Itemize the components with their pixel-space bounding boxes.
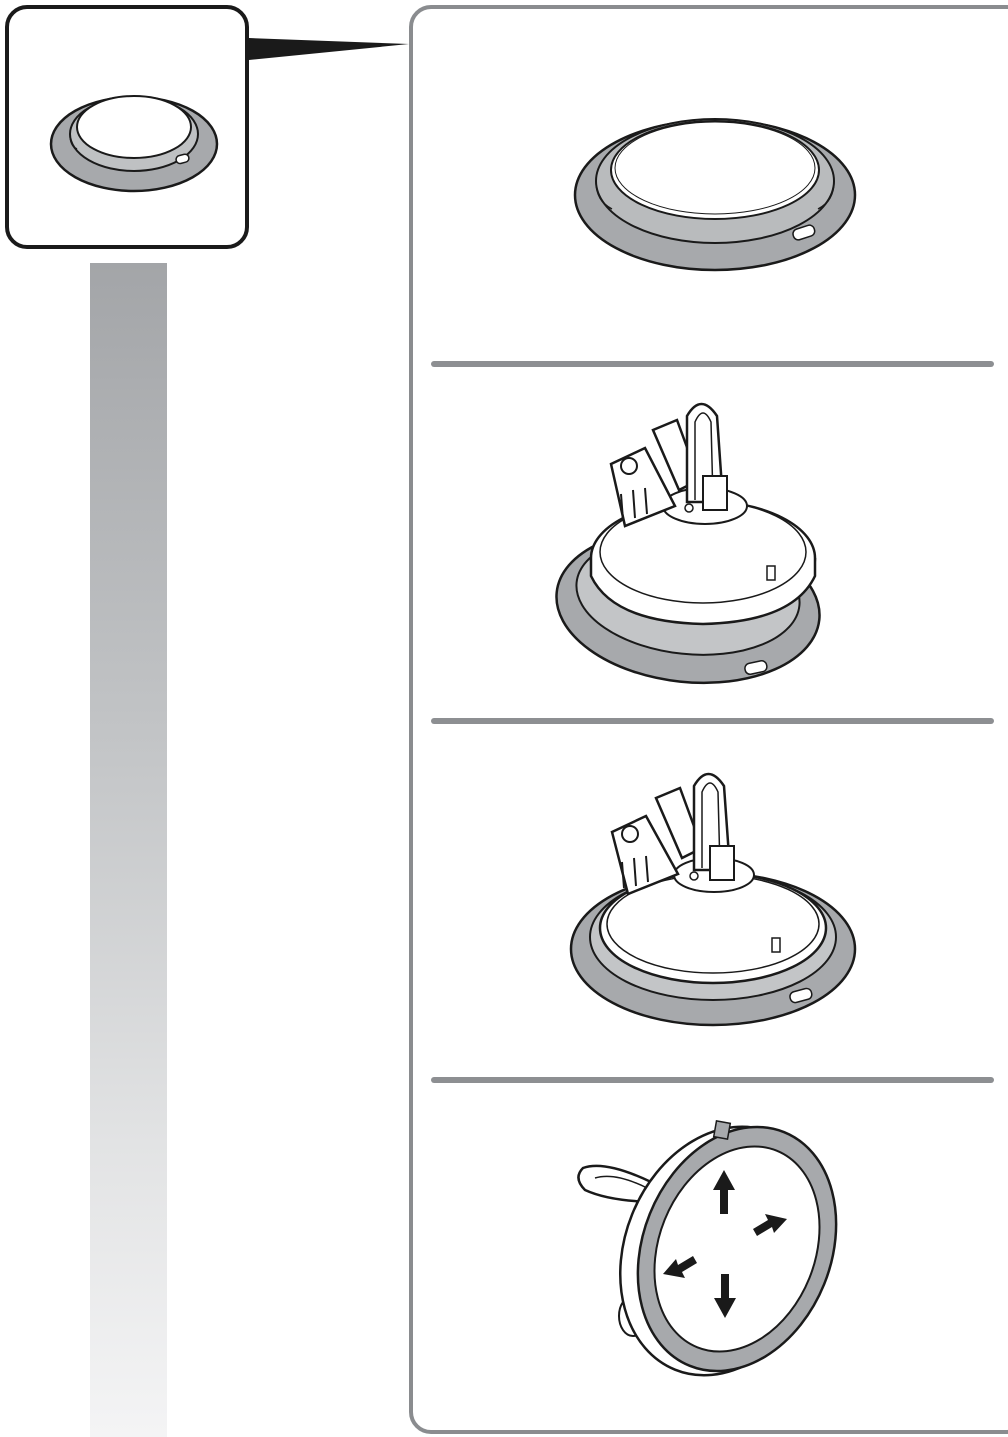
step-divider [431,361,994,367]
step-2-illustration [553,390,828,690]
step-3-illustration [568,762,858,1032]
step-divider [431,718,994,724]
suction-mount-seated-on-ring-icon [568,762,858,1032]
suction-mount-on-tilted-ring-icon [553,390,828,690]
callout-pointer [0,0,420,80]
side-gradient-strip [90,263,167,1437]
suction-cup-underside-arrows-icon [575,1118,845,1388]
step-divider [431,1077,994,1083]
step-4-illustration [575,1118,845,1388]
step-1-illustration [568,105,858,275]
adapter-ring-icon [568,105,858,275]
